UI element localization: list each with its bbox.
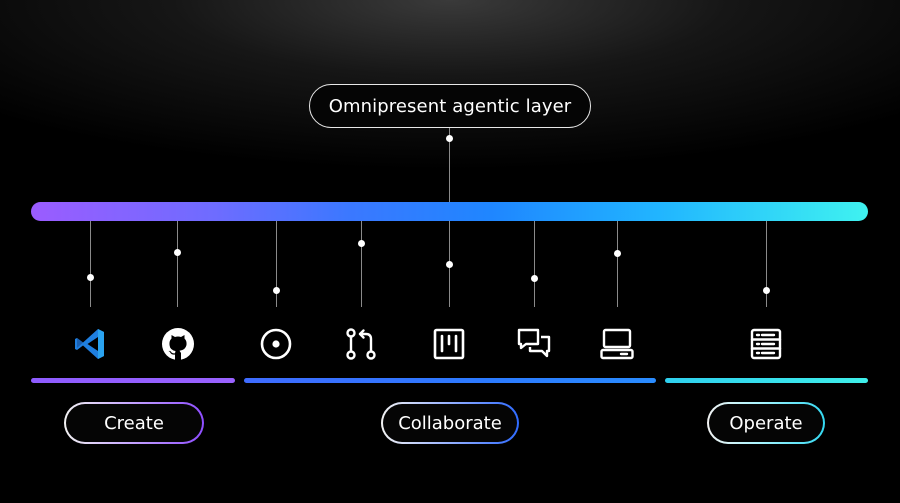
connector-dot-codespaces [614, 250, 621, 257]
agentic-layer-bar [31, 202, 868, 221]
vscode-icon [72, 326, 108, 362]
connector-line-discussions [534, 221, 535, 307]
collaborate-section-label: Collaborate [381, 402, 519, 444]
create-label-text: Create [104, 412, 164, 434]
connector-dot-pull-request [358, 240, 365, 247]
collaborate-section-bar [244, 378, 656, 383]
connector-dot-vscode [87, 274, 94, 281]
connector-line-vscode [90, 221, 91, 307]
omnipresent-agentic-layer-label: Omnipresent agentic layer [309, 84, 591, 128]
pull-request-icon [343, 326, 379, 362]
github-icon [160, 326, 196, 362]
connector-dot-github [174, 249, 181, 256]
create-section-label: Create [64, 402, 204, 444]
connector-line-server [766, 221, 767, 307]
create-section-bar [31, 378, 235, 383]
connector-line-codespaces [617, 221, 618, 307]
collaborate-label-text: Collaborate [398, 412, 502, 434]
operate-section-bar [665, 378, 868, 383]
discussions-icon [516, 326, 552, 362]
connector-dot-issue [273, 287, 280, 294]
top-label-text: Omnipresent agentic layer [328, 95, 572, 117]
connector-dot-server [763, 287, 770, 294]
issue-icon [258, 326, 294, 362]
connector-line-pull-request [361, 221, 362, 307]
top-connector-dot [446, 135, 453, 142]
connector-dot-project-board [446, 261, 453, 268]
connector-line-issue [276, 221, 277, 307]
server-icon [748, 326, 784, 362]
project-board-icon [431, 326, 467, 362]
top-connector-line [449, 128, 450, 202]
operate-label-text: Operate [729, 412, 803, 434]
operate-section-label: Operate [707, 402, 825, 444]
connector-dot-discussions [531, 275, 538, 282]
codespaces-icon [599, 326, 635, 362]
connector-line-github [177, 221, 178, 307]
